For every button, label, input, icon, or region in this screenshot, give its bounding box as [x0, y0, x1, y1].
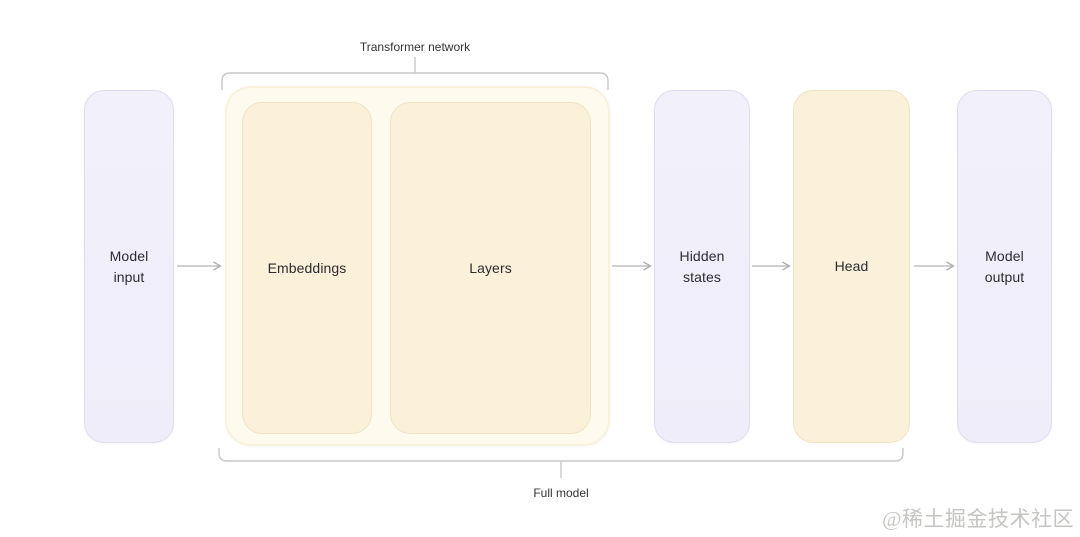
- watermark-text: @稀土掘金技术社区: [882, 507, 1074, 531]
- node-embeddings: Embeddings: [242, 102, 372, 434]
- full-model-label: Full model: [533, 486, 589, 500]
- node-model-output: Model output: [957, 90, 1052, 443]
- full-model-brace: [218, 448, 904, 462]
- transformer-network-label: Transformer network: [359, 40, 471, 54]
- node-model-input-label: Model input: [109, 247, 149, 285]
- node-head: Head: [793, 90, 910, 443]
- node-head-label: Head: [834, 258, 869, 274]
- node-model-output-label: Model output: [984, 247, 1025, 285]
- node-hidden-states-label: Hidden states: [679, 247, 725, 285]
- node-layers: Layers: [390, 102, 591, 434]
- node-model-input: Model input: [84, 90, 174, 443]
- node-layers-label: Layers: [469, 259, 512, 276]
- node-embeddings-label: Embeddings: [267, 259, 347, 276]
- node-hidden-states: Hidden states: [654, 90, 750, 443]
- transformer-network-group: Embeddings Layers: [225, 86, 610, 446]
